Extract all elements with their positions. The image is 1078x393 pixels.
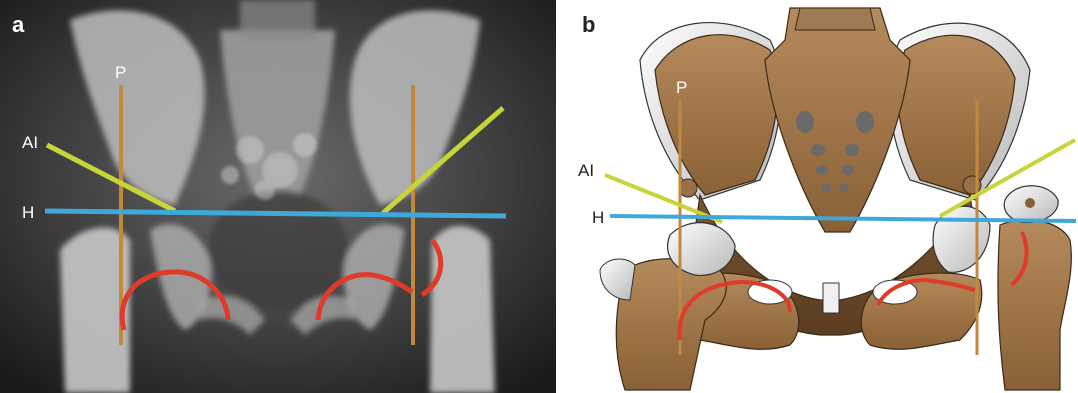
pubic-symphysis: [823, 283, 839, 313]
panel-b-label-h: H: [592, 208, 604, 227]
left-ilium-spine: [679, 179, 697, 197]
left-greater-trochanter: [600, 259, 635, 300]
panel-a-label-ai: AI: [22, 133, 38, 152]
sacrum: [765, 8, 910, 232]
panel-b-illustration: b P AI H: [560, 0, 1078, 393]
pelvis-illustration-figure: b P AI H: [560, 0, 1078, 393]
pelvis-xray-figure: a P AI H: [0, 0, 556, 393]
panel-a-letter: a: [12, 12, 25, 37]
panel-a-xray: a P AI H: [0, 0, 556, 393]
right-femur: [998, 220, 1071, 390]
panel-b-label-ai: AI: [578, 161, 594, 180]
left-femoral-head: [668, 223, 735, 276]
left-ilium: [655, 35, 777, 195]
panel-b-label-p: P: [676, 78, 687, 97]
panel-b-letter: b: [582, 12, 595, 37]
right-femoral-ossific-nucleus: [1025, 198, 1035, 208]
vertebra-l5: [795, 8, 875, 30]
panel-a-label-p: P: [115, 63, 126, 82]
panel-a-label-h: H: [22, 203, 34, 222]
